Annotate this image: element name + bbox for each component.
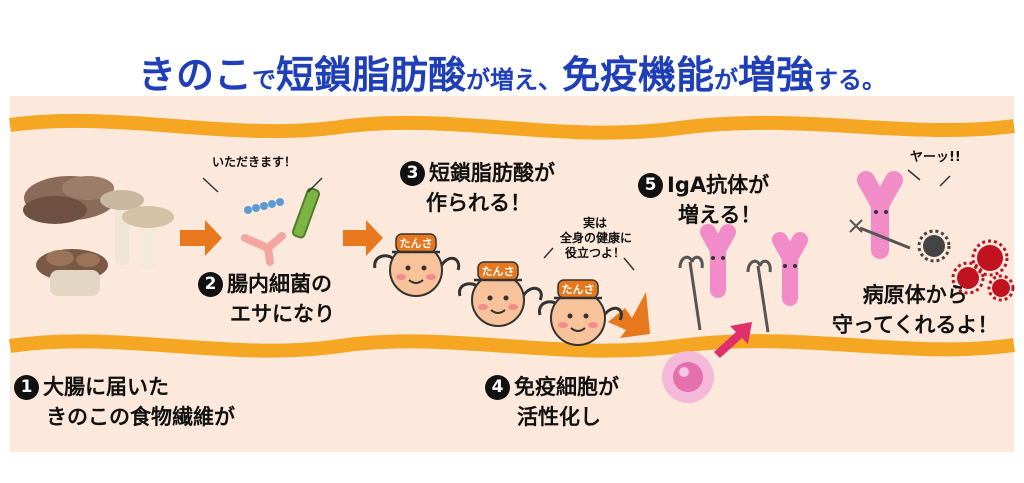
step-2-number: 2 — [198, 272, 223, 297]
antibody-fighting-icon — [849, 171, 911, 259]
arrow-icon-2 — [343, 220, 383, 256]
speech-jitsu: 実は 全身の健康に 役立つよ！ — [560, 216, 633, 261]
title-part-de: で — [251, 66, 276, 94]
speech-line — [907, 169, 921, 181]
mascot-cap-label: たんさ — [399, 237, 433, 250]
title-part-scfa: 短鎖脂肪酸 — [275, 53, 466, 97]
immune-cell-icon — [662, 351, 714, 403]
intestine-wall-top — [9, 113, 1015, 140]
pathogen-icon-2 — [951, 261, 985, 295]
step-1-line1: 大腸に届いた — [43, 375, 169, 399]
speech-line — [939, 175, 951, 187]
title-part-gafue: が増え、 — [466, 66, 562, 94]
title-part-suru: する。 — [814, 66, 887, 94]
step-2-line2: エサになり — [230, 302, 335, 326]
speech-jitsu-line2: 全身の健康に — [560, 231, 633, 245]
germ-icon-gray — [917, 229, 951, 263]
speech-jitsu-line3: 役立つよ！ — [564, 246, 625, 260]
step-5-number: 5 — [638, 173, 663, 198]
pathogen-icon-1 — [971, 239, 1009, 277]
protect-label: 病原体から 守ってくれるよ！ — [832, 280, 998, 340]
step-4-number: 4 — [485, 375, 510, 400]
step-4-line2: 活性化し — [517, 405, 601, 429]
mascot-cap-label: たんさ — [481, 265, 515, 278]
page-title: きのこで短鎖脂肪酸が増え、免疫機能が増強する。 — [0, 44, 1024, 99]
title-part-ga: が — [714, 66, 739, 94]
speech-itadakimasu: いただきます！ — [212, 155, 297, 169]
antibody-icon-1 — [700, 224, 736, 298]
protect-line1: 病原体から — [862, 283, 968, 307]
step-3-line1: 短鎖脂肪酸が — [429, 161, 555, 185]
mascot-cap-label: たんさ — [561, 283, 595, 296]
speech-yaa: ヤーッ!! — [910, 150, 961, 165]
step-1-line2: きのこの食物繊維が — [46, 405, 235, 429]
pathogen-icon-3 — [987, 274, 1015, 302]
title-part-kinoko: きのこ — [137, 53, 252, 97]
title-part-immune: 免疫機能 — [562, 53, 715, 97]
mascot-icon-2 — [458, 261, 543, 327]
step-5-line1: IgA抗体が — [667, 173, 770, 197]
arrow-icon-3 — [608, 292, 650, 338]
pitchfork-icon-1 — [678, 255, 704, 331]
antibody-icon-2 — [772, 232, 808, 306]
step-4-line1: 免疫細胞が — [514, 375, 619, 399]
pitchfork-icon-2 — [746, 259, 772, 333]
step-2-line1: 腸内細菌の — [227, 272, 332, 296]
mushroom-icon — [23, 176, 174, 296]
intestine-wall-bottom — [8, 334, 1015, 358]
speech-line — [623, 257, 635, 271]
speech-jitsu-line1: 実は — [582, 216, 607, 230]
arrow-icon-4 — [714, 322, 752, 358]
bacteria-icon — [202, 177, 323, 266]
mascot-icon-1 — [373, 233, 461, 297]
step-3-line2: 作られる！ — [426, 191, 531, 215]
step-5-line2: 増える！ — [678, 203, 762, 227]
arrow-icon-1 — [180, 220, 222, 256]
step-1-number: 1 — [14, 375, 39, 400]
step-3-number: 3 — [400, 161, 425, 186]
protect-line2: 守ってくれるよ！ — [832, 313, 999, 337]
speech-line — [543, 247, 554, 259]
mascot-icon-3 — [538, 279, 623, 346]
title-part-zoukyou: 増強 — [738, 53, 815, 97]
